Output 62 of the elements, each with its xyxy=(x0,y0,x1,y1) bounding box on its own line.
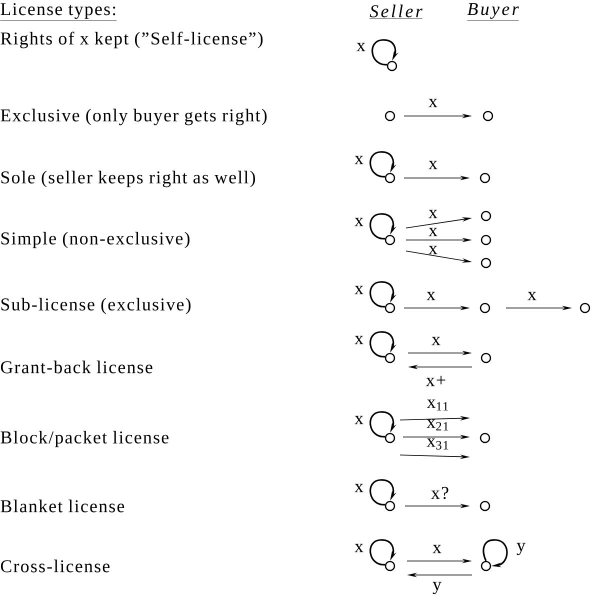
license-type-label: Rights of x kept (”Self-license”) xyxy=(0,32,263,48)
party-circle xyxy=(480,560,492,572)
license-type-label: Cross-license xyxy=(0,560,110,572)
party-circle xyxy=(580,302,590,314)
party-circle xyxy=(480,172,490,184)
edge-label: x xyxy=(356,42,366,52)
party-circle xyxy=(480,432,490,444)
party-circle xyxy=(384,500,396,512)
party-circle xyxy=(480,210,492,222)
party-circle xyxy=(480,352,492,364)
party-circle xyxy=(482,110,494,122)
heading: License types: xyxy=(0,3,117,20)
self-loop-arrow xyxy=(482,539,508,568)
edge-label: x xyxy=(354,336,364,344)
edge-label: x$_{21}$ xyxy=(426,420,448,430)
edge-label: x xyxy=(428,160,438,170)
edge-label: y xyxy=(516,542,526,556)
edge-label: x xyxy=(354,286,364,294)
party-circle xyxy=(384,352,396,364)
edge-label: x xyxy=(428,210,438,218)
self-loop-arrow xyxy=(370,479,396,506)
edge-label: x xyxy=(428,98,438,108)
edge-label: x$_{11}$ xyxy=(426,400,448,410)
party-circle xyxy=(384,172,396,184)
edge-label: x? xyxy=(431,486,448,500)
edge-label: x xyxy=(354,416,364,424)
edge-label: x xyxy=(528,292,536,300)
license-type-label: Sole (seller keeps right as well) xyxy=(1,170,256,188)
party-circle xyxy=(384,302,396,314)
party-circle xyxy=(384,110,396,122)
party-circle xyxy=(384,560,396,572)
party-circle xyxy=(384,234,396,246)
edge-label: x xyxy=(354,156,364,164)
license-type-label: Block/packet license xyxy=(0,430,168,448)
license-type-label: Simple (non-exclusive) xyxy=(1,232,190,248)
party-circle xyxy=(384,432,396,444)
party-circle xyxy=(480,302,490,314)
license-type-label: Grant-back license xyxy=(0,360,152,374)
edge-label: x xyxy=(354,544,364,552)
self-loop-arrow xyxy=(370,213,396,240)
edge-label: x xyxy=(354,484,364,492)
edge-label: x xyxy=(428,228,438,236)
edge-label: x xyxy=(426,292,436,300)
edge-label: x xyxy=(354,218,364,226)
edge-label: x xyxy=(432,544,442,554)
license-type-label: Exclusive (only buyer gets right) xyxy=(0,108,267,126)
party-circle xyxy=(480,234,492,246)
edge-label: x xyxy=(432,336,440,346)
license-type-label: Blanket license xyxy=(0,500,124,512)
self-loop-arrow xyxy=(370,151,396,178)
license-type-label: Sub-license (exclusive) xyxy=(1,298,191,314)
edge-label: y xyxy=(432,582,442,594)
column-heading: Seller xyxy=(369,4,423,19)
self-loop-arrow xyxy=(370,411,396,438)
edge-label: x+ xyxy=(426,376,446,386)
party-circle xyxy=(480,258,492,268)
edge-label: x$_{31}$ xyxy=(426,438,448,450)
self-loop-arrow xyxy=(370,281,396,308)
party-circle xyxy=(480,500,490,512)
party-circle xyxy=(386,60,398,72)
column-heading: Buyer xyxy=(467,3,520,20)
edge-label: x xyxy=(428,246,438,254)
